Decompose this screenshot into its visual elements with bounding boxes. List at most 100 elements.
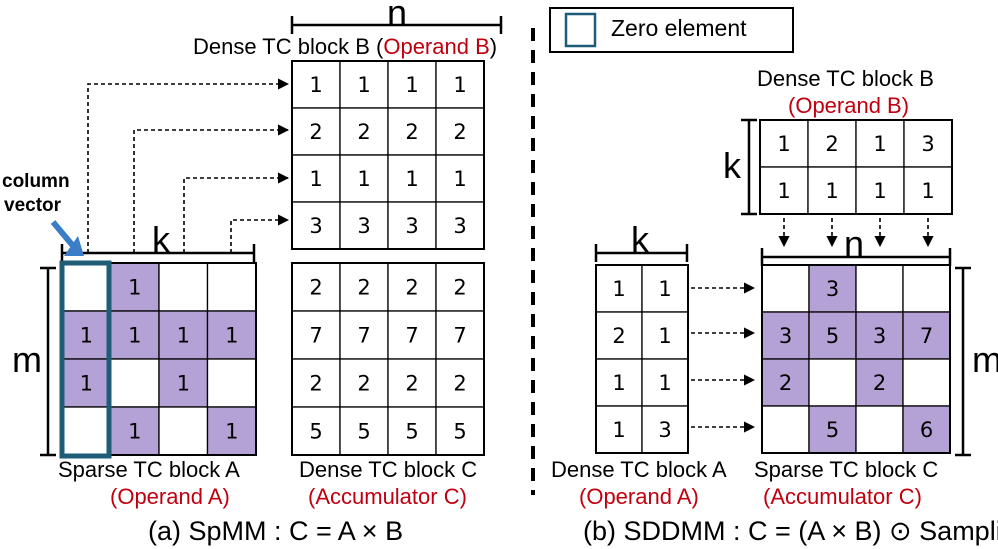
right-matrix-c-cell	[761, 405, 810, 454]
right-caption: (b) SDDMM : C = (A × B) ⊙ Sampling	[583, 516, 998, 546]
left-matrix-b-cell	[387, 107, 437, 156]
left-matrix-c-value: 2	[357, 372, 370, 396]
left-matrix-c-cell	[435, 406, 485, 456]
left-operand-b-title: Dense TC block B (Operand B)	[193, 34, 498, 59]
column-vector-label-line2: vector	[4, 195, 62, 216]
left-matrix-c-cell	[291, 310, 341, 360]
left-matrix-b-value: 2	[453, 120, 466, 144]
right-matrix-b-cell	[807, 166, 857, 215]
right-matrix-b-value: 1	[921, 179, 934, 203]
right-matrix-a-value: 1	[612, 277, 625, 301]
left-matrix-b-cell	[435, 107, 485, 156]
left-k-label: k	[152, 219, 170, 260]
left-m-dimension	[40, 266, 56, 457]
right-matrix-b-border	[759, 119, 953, 215]
left-matrix-c-value: 7	[309, 324, 322, 348]
left-label-c-red: (Accumulator C)	[308, 484, 467, 509]
left-matrix-b-value: 1	[357, 167, 370, 191]
right-matrix-c-cell	[902, 311, 951, 360]
right-matrix-a-value: 2	[612, 324, 625, 348]
left-m-label: m	[12, 339, 42, 380]
left-matrix-b-border	[291, 60, 485, 250]
right-matrix-b-value: 1	[873, 179, 886, 203]
right-kb-dimension	[741, 118, 757, 216]
left-matrix-c-value: 5	[453, 420, 466, 444]
right-n-label: n	[844, 223, 865, 264]
right-matrix-c-value: 7	[920, 324, 933, 348]
right-matrix-c-cell	[855, 311, 904, 360]
left-matrix-a-value: 1	[225, 420, 238, 444]
left-matrix-c-cell	[387, 358, 437, 408]
left-matrix-c-value: 7	[405, 324, 418, 348]
left-matrix-a-cell	[61, 262, 112, 312]
right-kb-label: k	[723, 145, 741, 186]
left-matrix-a-cell	[158, 358, 209, 408]
right-matrix-c-cell	[902, 264, 951, 313]
left-matrix-a-cell	[109, 262, 160, 312]
left-matrix-b-value: 1	[453, 167, 466, 191]
right-m-label: m	[972, 339, 998, 380]
left-matrix-b-value: 1	[405, 167, 418, 191]
right-matrix-b-cell	[903, 166, 953, 215]
left-matrix-b-value: 1	[357, 73, 370, 97]
right-matrix-a-cell	[595, 405, 643, 454]
right-matrix-c-cell	[761, 264, 810, 313]
left-matrix-a-cell	[206, 358, 257, 408]
right-operand-b-red: (Operand B)	[788, 93, 910, 118]
right-matrix-a-value: 1	[658, 371, 671, 395]
left-matrix-c-cell	[387, 406, 437, 456]
right-label-a-red: (Operand A)	[579, 484, 699, 509]
left-matrix-c-cell	[339, 310, 389, 360]
left-matrix-a-cell	[158, 262, 209, 312]
left-matrix-b-value: 3	[309, 214, 322, 238]
left-matrix-a-value: 1	[128, 276, 141, 300]
left-matrix-a-value: 1	[225, 324, 238, 348]
left-matrix-c-value: 5	[405, 420, 418, 444]
column-vector-highlight	[59, 260, 112, 459]
left-matrix-c-value: 2	[357, 276, 370, 300]
left-label-a-red: (Operand A)	[110, 484, 230, 509]
right-matrix-c-value: 5	[826, 324, 839, 348]
right-matrix-c-cell	[902, 358, 951, 407]
right-matrix-b-value: 1	[825, 179, 838, 203]
left-matrix-a-value: 1	[177, 324, 190, 348]
left-matrix-b-cell	[387, 60, 437, 109]
left-matrix-b-cell	[291, 107, 341, 156]
left-label-a: Sparse TC block A	[58, 457, 240, 482]
right-matrix-c-value: 6	[920, 418, 933, 442]
right-matrix-a-cell	[641, 264, 689, 313]
right-matrix-c-cell	[855, 405, 904, 454]
left-matrix-c-cell	[339, 262, 389, 312]
left-matrix-a-cell	[109, 310, 160, 360]
column-vector-arrow	[50, 220, 84, 256]
left-matrix-b-value: 2	[405, 120, 418, 144]
left-matrix-c-value: 5	[309, 420, 322, 444]
right-matrix-c-value: 2	[779, 371, 792, 395]
right-label-c: Sparse TC block C	[754, 457, 939, 482]
right-matrix-a-value: 1	[612, 371, 625, 395]
right-matrix-a-value: 1	[612, 418, 625, 442]
left-matrix-b-value: 3	[357, 214, 370, 238]
left-matrix-c-value: 7	[357, 324, 370, 348]
right-matrix-b-value: 3	[921, 132, 934, 156]
right-matrix-c-cell	[855, 264, 904, 313]
left-matrix-c-value: 5	[357, 420, 370, 444]
right-matrix-c-value: 5	[826, 418, 839, 442]
right-operand-b-title: Dense TC block B	[757, 66, 934, 91]
left-matrix-b-value: 2	[309, 120, 322, 144]
right-matrix-c-cell	[808, 311, 857, 360]
left-matrix-c-value: 2	[453, 372, 466, 396]
left-n-dimension	[290, 16, 503, 34]
right-matrix-b-value: 1	[873, 132, 886, 156]
right-matrix-c-cell	[808, 358, 857, 407]
right-ka-dimension	[594, 244, 689, 262]
left-matrix-c-value: 2	[453, 276, 466, 300]
left-connector-arrows	[87, 78, 290, 253]
right-row-arrows	[691, 282, 756, 433]
left-caption: (a) SpMM : C = A × B	[148, 516, 404, 546]
left-matrix-b-value: 1	[405, 73, 418, 97]
